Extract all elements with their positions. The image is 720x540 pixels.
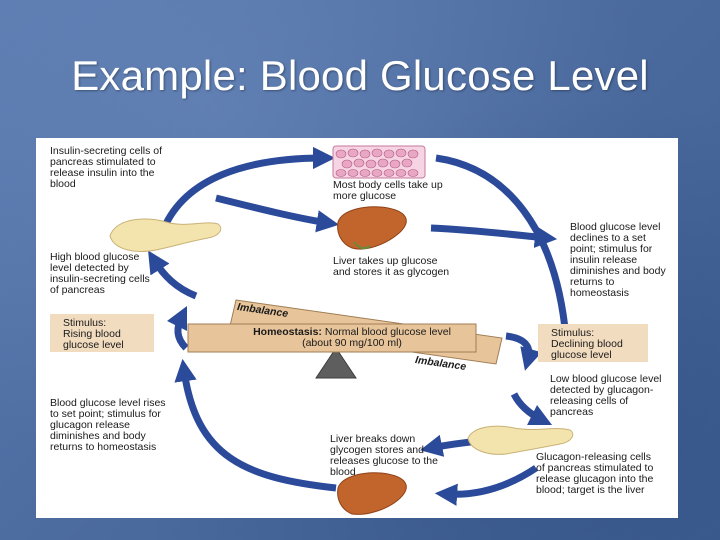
liver-illustration-lower — [337, 472, 407, 515]
feedback-loop-graphic — [109, 145, 577, 515]
slide-title: Example: Blood Glucose Level — [71, 52, 649, 99]
liver-illustration-upper — [337, 206, 407, 250]
homeostasis-line1: Normal blood glucose level — [321, 326, 451, 338]
stimulus-rising-box: Stimulus: Rising blood glucose level — [50, 314, 154, 352]
homeostasis-label: Homeostasis: Normal blood glucose level … — [222, 327, 482, 349]
stimulus-rising-line3: glucose level — [63, 339, 124, 351]
blood-glucose-diagram: Insulin-secreting cells of pancreas stim… — [36, 138, 678, 518]
stimulus-rising-line2: Rising blood — [63, 328, 121, 340]
stimulus-declining-line2: Declining blood — [551, 338, 623, 350]
stimulus-declining-line3: glucose level — [551, 349, 612, 361]
stimulus-rising-line1: Stimulus: — [63, 317, 107, 329]
label-body-cells-take-glucose: Most body cells take up more glucose — [333, 179, 443, 202]
homeostasis-heading: Homeostasis: — [253, 326, 322, 338]
arrow-pancreas-to-body-cells — [160, 146, 336, 230]
label-low-glucose-detected: Low blood glucose level detected by gluc… — [550, 373, 662, 418]
stimulus-declining-box: Stimulus: Declining blood glucose level — [538, 324, 648, 362]
arrow-liver-to-decline — [430, 224, 558, 249]
label-liver-breaks-down: Liver breaks down glycogen stores and re… — [330, 433, 438, 478]
arrow-stimulus-rising-up — [166, 305, 189, 351]
arrow-body-cells-to-decline — [435, 154, 577, 350]
label-insulin-secreting-cells: Insulin-secreting cells of pancreas stim… — [50, 145, 163, 190]
arrow-pancreas-to-liver — [215, 194, 340, 233]
homeostasis-seesaw — [187, 299, 503, 379]
label-glucagon-releasing-cells: Glucagon-releasing cells of pancreas sti… — [536, 451, 654, 496]
body-cells-illustration — [332, 145, 426, 179]
label-glucose-rises: Blood glucose level rises to set point; … — [50, 397, 166, 453]
arrow-liver-to-rise — [174, 358, 337, 492]
arrow-low-to-glucagon-pancreas — [510, 392, 553, 426]
arrow-glucagon-to-liver-lower — [434, 465, 538, 506]
homeostasis-line2: (about 90 mg/100 ml) — [302, 337, 402, 349]
label-glucose-declines: Blood glucose level declines to a set po… — [570, 221, 666, 299]
arrow-declining-to-low — [505, 332, 542, 371]
arrow-high-to-pancreas — [148, 250, 198, 300]
label-liver-stores-glycogen: Liver takes up glucose and stores it as … — [333, 255, 450, 278]
pancreas-illustration-upper — [109, 218, 222, 252]
stimulus-declining-line1: Stimulus: — [551, 327, 595, 339]
label-high-glucose-detected: High blood glucose level detected by ins… — [50, 251, 150, 296]
pancreas-illustration-lower — [467, 425, 574, 455]
